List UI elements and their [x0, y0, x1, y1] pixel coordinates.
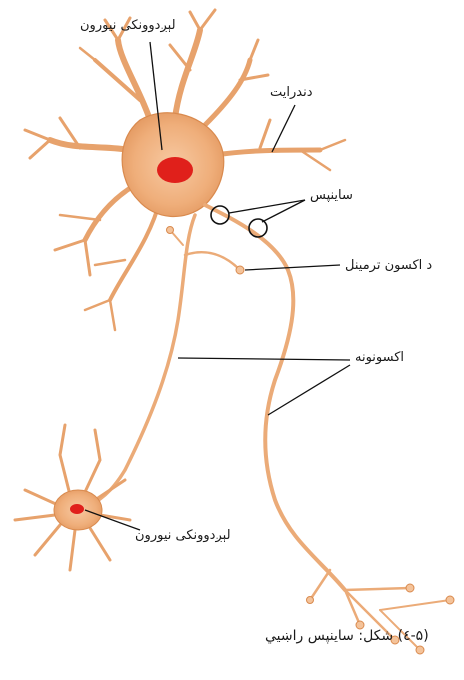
label-dendrite: دندرایت [270, 85, 313, 100]
label-axon: اکسونونه [355, 350, 404, 365]
label-synapse: ساینپس [310, 188, 353, 203]
axon-2 [80, 215, 240, 508]
lower-nucleus [70, 504, 84, 514]
label-sender-neuron: لېږدوونکی نیورون [80, 18, 176, 33]
label-receiver-neuron: لېږدوونکی نیورون [135, 528, 231, 543]
terminal-knobs [167, 227, 455, 655]
upper-nucleus [157, 157, 193, 183]
label-axon-terminal: د اکسون ترمینل [345, 258, 432, 273]
figure-caption: (۵-٤) شکل: ساینپس راښيي [265, 628, 429, 644]
